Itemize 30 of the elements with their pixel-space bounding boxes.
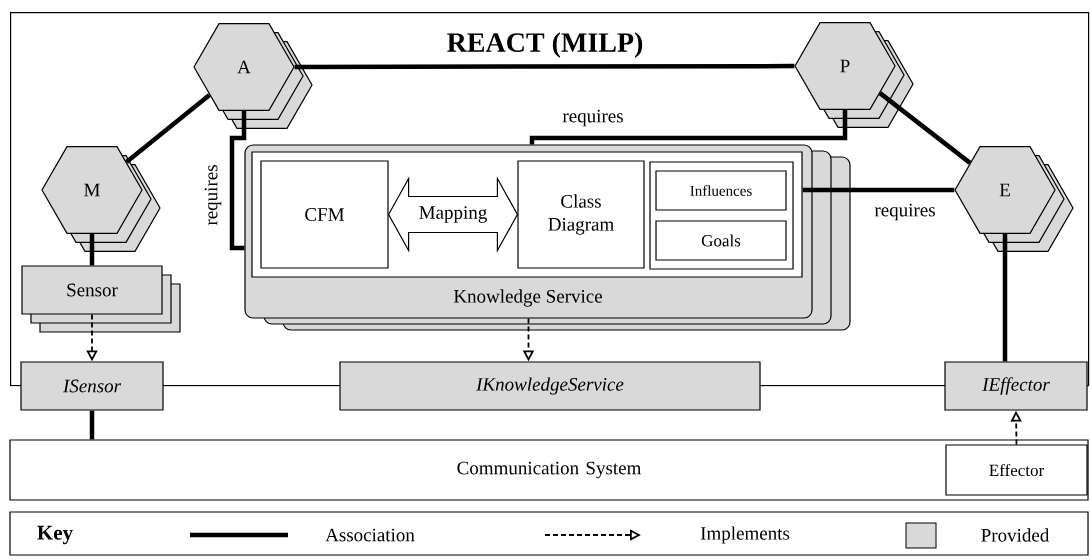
hexagon-stack: E bbox=[954, 146, 1074, 252]
edge-label: requires bbox=[873, 202, 937, 222]
box: Goals bbox=[655, 220, 787, 261]
box: Class Diagram bbox=[517, 160, 645, 269]
hexagon-stack: M bbox=[41, 146, 161, 252]
hexagon-stack: A bbox=[193, 23, 313, 129]
edge-label: requires bbox=[561, 108, 625, 128]
box-stack: Sensor bbox=[21, 265, 181, 333]
edge-label: requires bbox=[203, 163, 223, 227]
association-line bbox=[802, 187, 955, 193]
association-line bbox=[1002, 233, 1008, 362]
association-line bbox=[878, 91, 972, 165]
association-line bbox=[89, 233, 95, 266]
interface-box: ISensor bbox=[20, 361, 164, 411]
legend-text: Provided bbox=[981, 528, 1050, 542]
hexagon-stack: P bbox=[794, 22, 914, 128]
legend-text: Implements bbox=[700, 526, 790, 544]
interface-box: IKnowledgeService bbox=[339, 361, 761, 411]
legend-title: Key bbox=[37, 525, 73, 545]
association-line bbox=[125, 93, 211, 164]
association-line bbox=[529, 109, 848, 145]
box: CFM bbox=[260, 160, 389, 269]
edge-label: Mapping bbox=[419, 206, 487, 223]
association-line bbox=[89, 410, 95, 440]
association-line bbox=[229, 110, 247, 251]
legend-text: Association bbox=[325, 528, 415, 542]
box: Influences bbox=[655, 170, 787, 211]
association-line bbox=[294, 63, 795, 70]
box: Effector bbox=[945, 444, 1088, 496]
interface-box: IEffector bbox=[944, 361, 1088, 411]
